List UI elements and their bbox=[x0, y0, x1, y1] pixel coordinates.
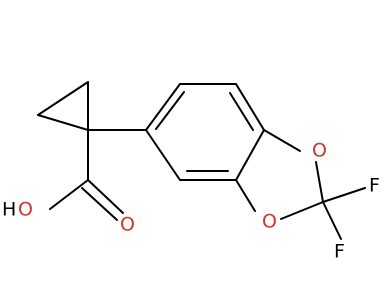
bond-aromatic-1 bbox=[145, 83, 181, 131]
bond-aromatic-6 bbox=[145, 129, 181, 181]
bond-carboxyl-to-hydroxyl bbox=[49, 179, 89, 210]
bond-aromatic-to-o-bottom bbox=[235, 179, 256, 212]
atom-o-bottom: O bbox=[262, 211, 277, 233]
hydroxyl-h-label: H bbox=[2, 199, 16, 221]
bond-aromatic-3-inner bbox=[229, 92, 254, 131]
bond-carboxyl-double-2 bbox=[81, 187, 118, 221]
hydroxyl-o-label: O bbox=[18, 199, 33, 221]
bond-cyclopropane-1 bbox=[37, 81, 89, 116]
difluoro-dioxole-ring bbox=[235, 129, 366, 240]
bond-o-bottom-to-cf2 bbox=[280, 201, 324, 220]
bond-carboxyl-double-1 bbox=[87, 179, 124, 214]
cyclopropane-ring bbox=[37, 81, 89, 131]
bond-cf2-to-f-top bbox=[322, 187, 366, 203]
bond-cf2-to-f-bottom bbox=[322, 201, 342, 240]
bond-cyclopropane-3 bbox=[37, 114, 89, 131]
bond-o-top-to-cf2 bbox=[315, 161, 324, 203]
benzene-ring bbox=[145, 83, 265, 181]
atom-o-carbonyl: O bbox=[120, 214, 135, 236]
bond-aromatic-3 bbox=[235, 83, 265, 131]
carboxylic-acid-group bbox=[49, 129, 124, 221]
atom-f-bottom: F bbox=[334, 241, 345, 263]
atom-o-top: O bbox=[312, 140, 327, 162]
atom-f-top: F bbox=[369, 175, 380, 197]
bond-aromatic-to-o-top bbox=[263, 129, 301, 152]
bond-aromatic-4 bbox=[235, 129, 265, 181]
bond-aromatic-1-inner bbox=[155, 91, 185, 130]
